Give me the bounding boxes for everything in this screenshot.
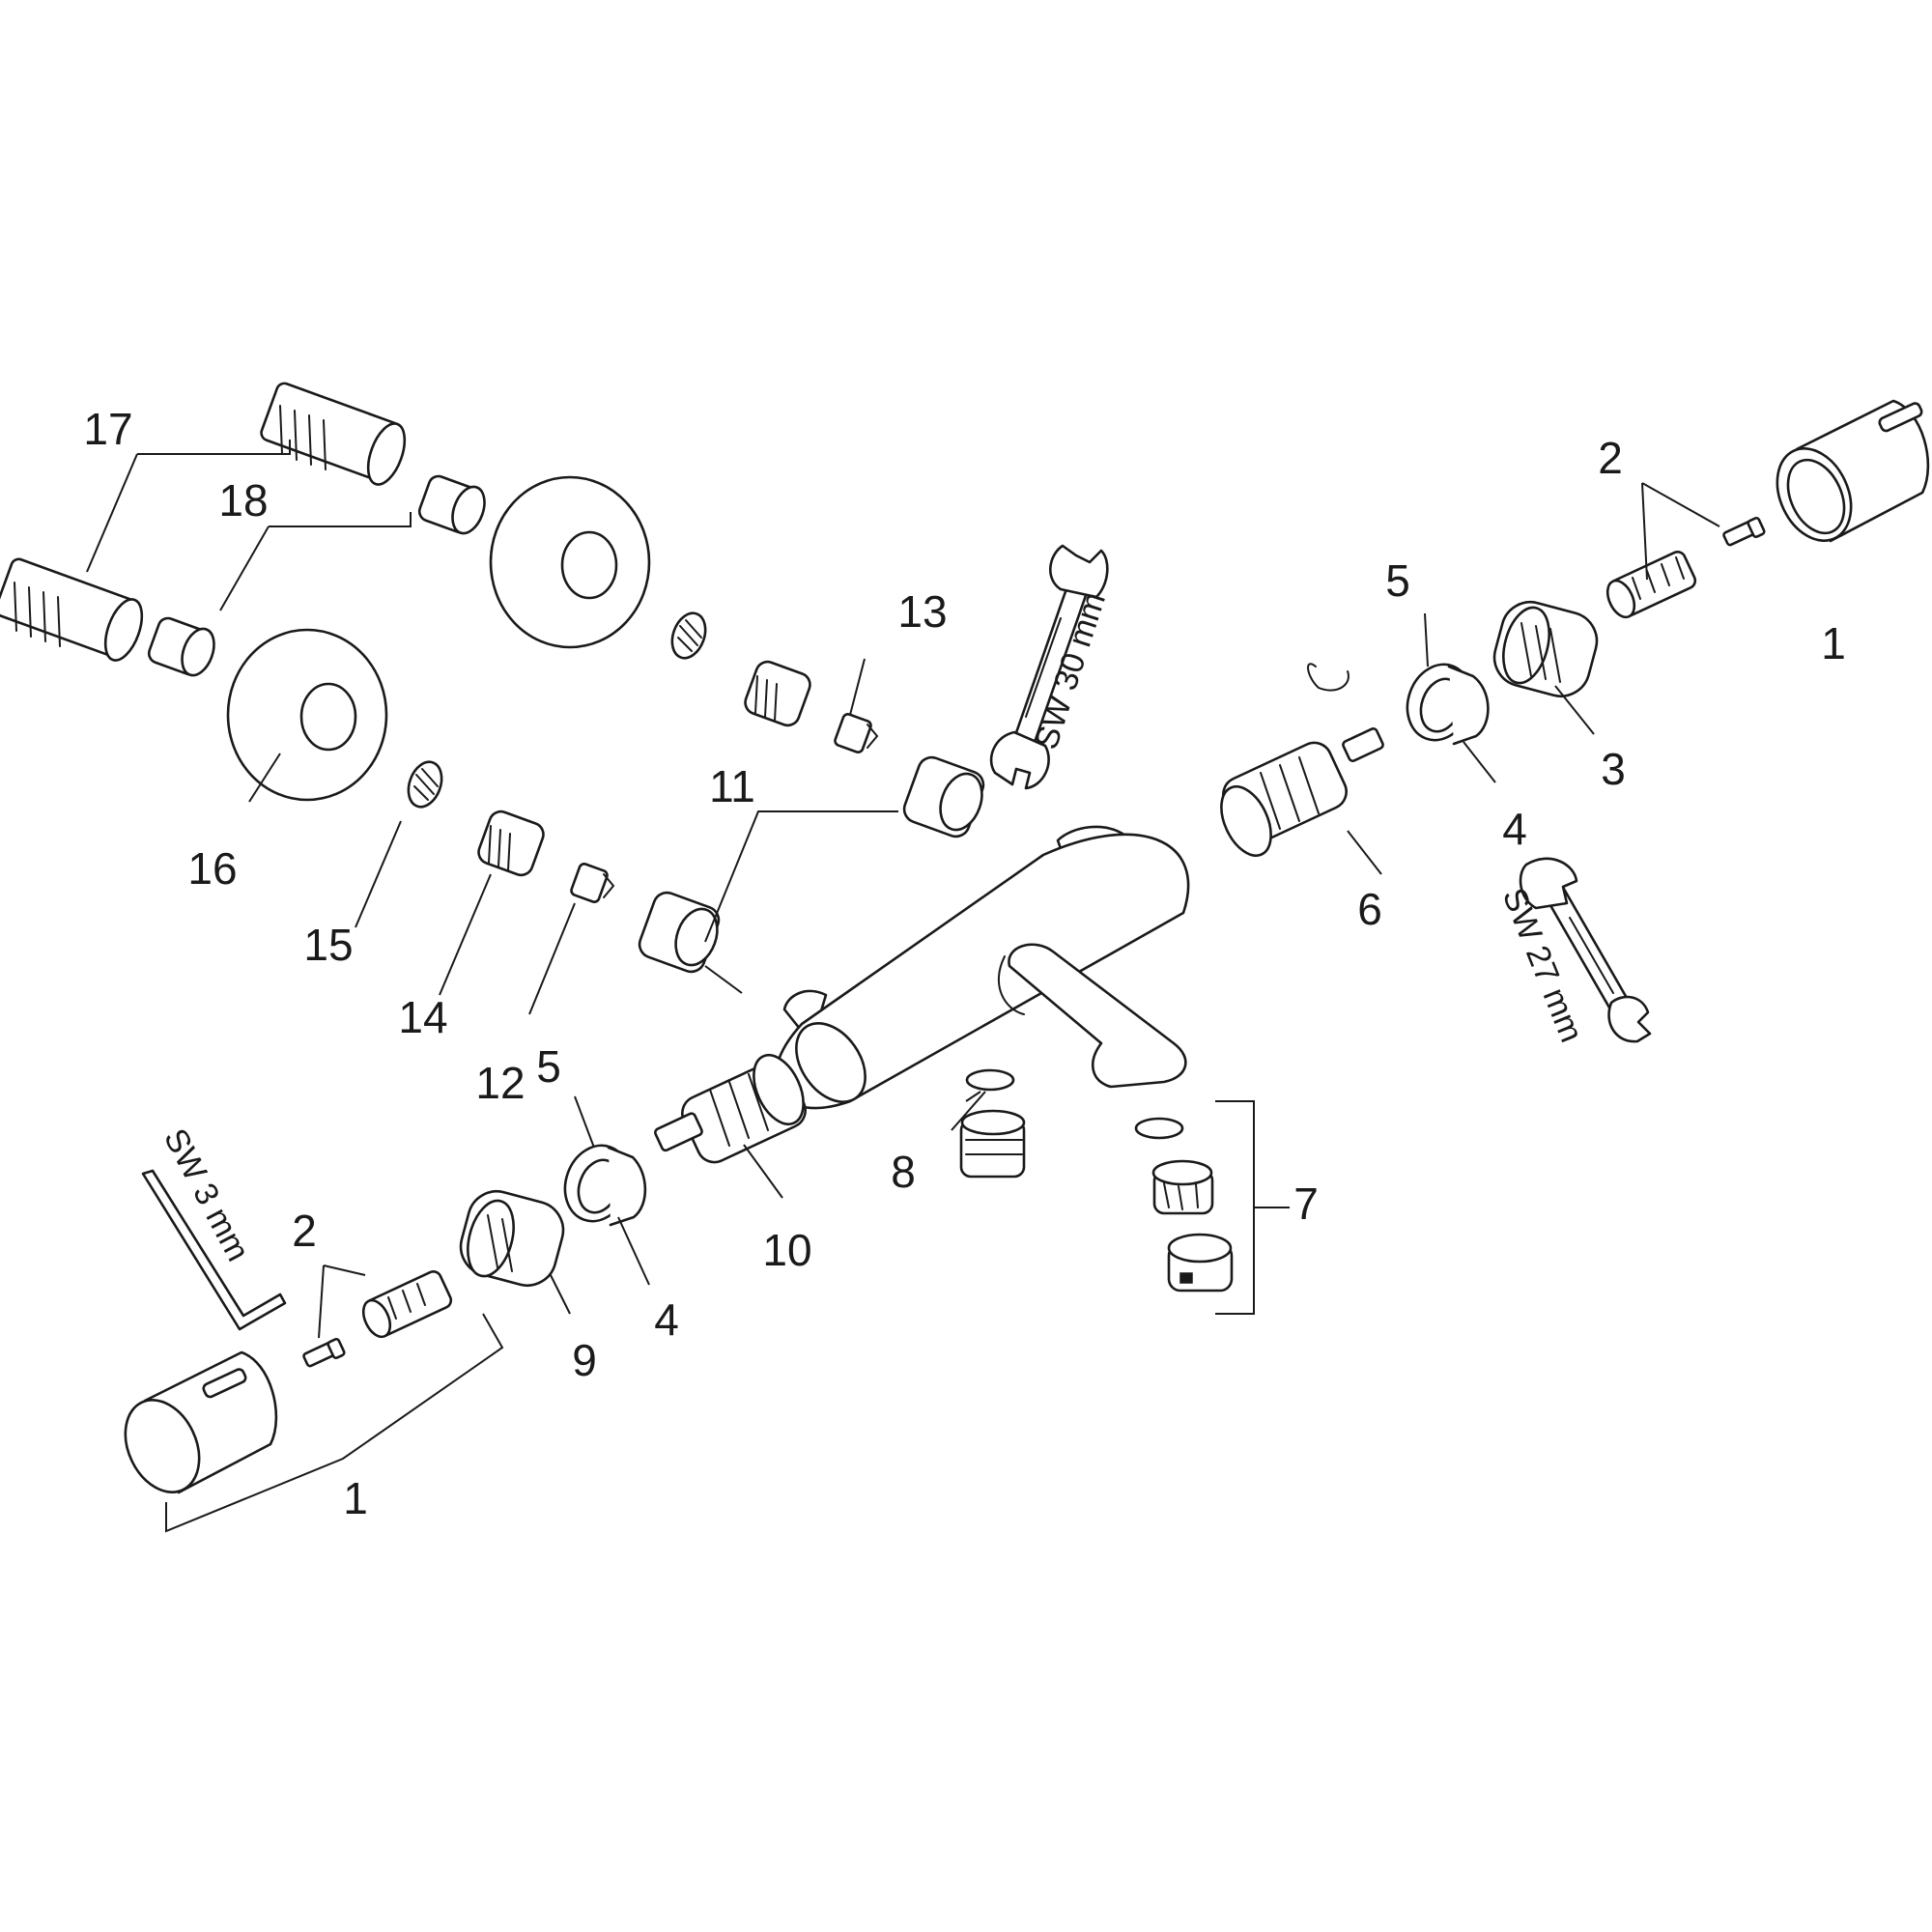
label-1-right: 1 — [1821, 618, 1846, 668]
leader-lines — [86, 440, 1720, 1533]
label-5-right: 5 — [1385, 555, 1410, 606]
label-5-left: 5 — [536, 1041, 561, 1092]
label-8: 8 — [891, 1147, 916, 1197]
part-7-aerator — [1151, 1159, 1214, 1215]
label-17: 17 — [83, 404, 132, 454]
part-9-handle-core — [459, 1190, 565, 1287]
part-18-bushing-upper — [417, 474, 486, 535]
wrench-sw27 — [1519, 857, 1652, 1043]
part-2-spindle-left — [361, 1270, 453, 1339]
label-16: 16 — [187, 843, 237, 894]
part-11-nut-lower — [638, 891, 721, 974]
part-16-escutcheon-lower — [226, 628, 388, 802]
label-4-right: 4 — [1502, 804, 1527, 854]
part-7-housing — [1167, 1233, 1234, 1293]
part-4-adapter-right — [1447, 665, 1490, 746]
part-17-connector-lower — [0, 557, 144, 662]
thermostat-body — [774, 825, 1190, 1110]
part-2-screw-left — [302, 1337, 346, 1368]
part-12-plug — [570, 863, 615, 903]
part-15-filter-upper — [670, 611, 707, 660]
part-2-spindle-right — [1605, 551, 1697, 619]
label-2-right: 2 — [1598, 433, 1623, 483]
wrench-sw30 — [989, 544, 1109, 790]
part-number-labels: 17 18 16 15 14 12 13 11 5 10 4 9 8 7 6 5… — [83, 404, 1845, 1523]
label-2-left: 2 — [292, 1206, 317, 1256]
part-2-screw-right — [1722, 516, 1766, 547]
part-3-handle-core — [1492, 601, 1599, 697]
label-15: 15 — [303, 920, 353, 970]
label-18: 18 — [218, 475, 268, 526]
label-12: 12 — [475, 1058, 525, 1108]
label-14: 14 — [398, 992, 447, 1042]
allen-key-sw3 — [141, 1169, 287, 1331]
part-6-cartridge — [1220, 663, 1384, 857]
part-14-check-valve-lower — [477, 810, 545, 877]
part-17-connector-upper — [260, 382, 407, 486]
part-16-escutcheon-upper — [489, 475, 651, 649]
label-9: 9 — [572, 1335, 597, 1385]
part-7-washer — [1134, 1117, 1184, 1140]
label-1-left: 1 — [343, 1473, 368, 1523]
part-18-bushing-lower — [147, 616, 215, 677]
part-8-ring — [965, 1068, 1015, 1092]
part-4-adapter-left — [607, 1146, 647, 1227]
part-10-cartridge — [654, 1054, 807, 1164]
label-4-left: 4 — [654, 1294, 679, 1345]
part-14-check-valve-upper — [744, 660, 811, 727]
part-15-filter-lower — [407, 760, 443, 809]
label-11: 11 — [709, 761, 755, 811]
part-1-cap-right — [1776, 399, 1930, 543]
label-6: 6 — [1357, 884, 1382, 934]
part-11-nut-upper — [902, 755, 985, 838]
label-3: 3 — [1601, 744, 1626, 794]
allen-key-label: SW 3 mm — [156, 1122, 257, 1267]
label-7: 7 — [1293, 1179, 1319, 1229]
part-8-insert — [959, 1109, 1026, 1179]
part-13-plug — [834, 713, 879, 753]
part-1-cap-left — [124, 1350, 278, 1494]
label-10: 10 — [762, 1225, 811, 1275]
label-13: 13 — [897, 586, 947, 637]
